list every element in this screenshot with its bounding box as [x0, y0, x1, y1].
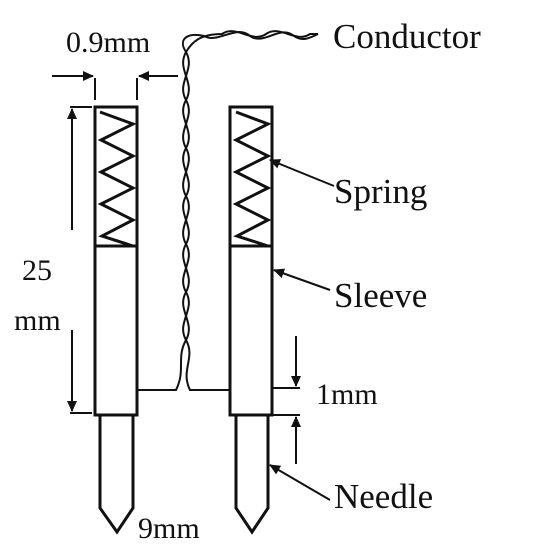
- right-probe: [228, 105, 274, 535]
- wire-a: [137, 30, 318, 391]
- length-dimension: [67, 106, 92, 414]
- sleeve-leader: [273, 268, 331, 291]
- right-spring: [232, 110, 272, 248]
- length-unit-label: mm: [14, 304, 61, 337]
- spring-label: Spring: [334, 172, 427, 211]
- twisted-conductor: [137, 30, 319, 391]
- needle-leader: [269, 464, 331, 501]
- wire-gap-label: 0.9mm: [66, 26, 150, 59]
- conductor-label: Conductor: [333, 17, 481, 56]
- wire-b: [181, 31, 319, 391]
- length-value-label: 25: [22, 254, 52, 287]
- sleeve-label: Sleeve: [334, 276, 427, 315]
- needle-label: Needle: [334, 477, 433, 516]
- left-needle: [98, 413, 135, 535]
- spring-leader: [269, 159, 335, 187]
- spacing-label: 9mm: [138, 512, 200, 545]
- gap-arrows: [52, 71, 178, 100]
- left-probe: [93, 105, 139, 535]
- left-spring: [97, 110, 137, 248]
- right-needle: [234, 413, 270, 535]
- tip-gap-arrows: [272, 336, 301, 464]
- tip-gap-label: 1mm: [316, 378, 378, 411]
